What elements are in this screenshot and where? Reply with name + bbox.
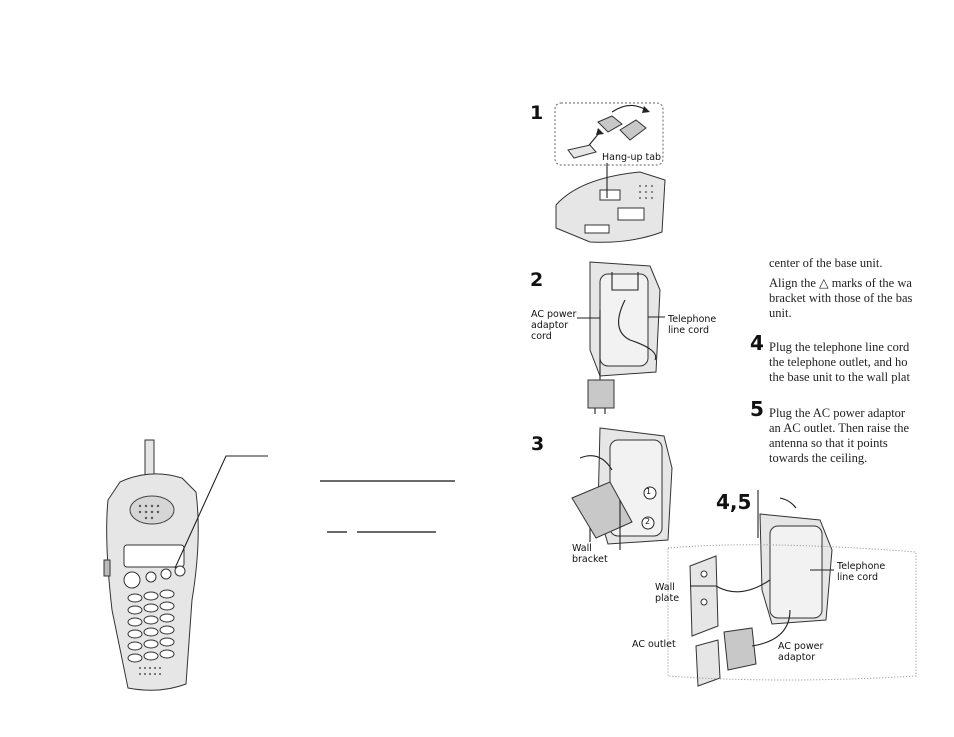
- step-4-line-3: the base unit to the wall plat: [769, 370, 910, 384]
- step-4-line-1: Plug the telephone line cord: [769, 340, 910, 354]
- step-3-tail-text: center of the base unit.: [769, 256, 883, 270]
- telephone-line-cord-label-step45: Telephone line cord: [837, 561, 886, 583]
- wall-plate-label: Wall plate: [655, 582, 680, 604]
- ac-power-adaptor-label: AC power adaptor: [778, 641, 824, 663]
- wall-bracket-label: Wall bracket: [572, 543, 608, 565]
- step-5-line-3: antenna so that it points: [769, 436, 888, 450]
- circled-2-marker: 2: [645, 517, 651, 526]
- ac-power-adaptor-cord-label: AC power adaptor cord: [531, 309, 577, 342]
- step-4-line-2: the telephone outlet, and ho: [769, 355, 908, 369]
- ac-outlet-label: AC outlet: [632, 639, 676, 650]
- step-1-number: 1: [530, 102, 544, 124]
- telephone-line-cord-label-step2: Telephone line cord: [668, 314, 717, 336]
- step-3-number: 3: [531, 433, 545, 455]
- circled-1-marker: 1: [646, 487, 652, 496]
- step-4-number: 4: [750, 331, 764, 355]
- align-text-line-1: Align the △ marks of the wa: [769, 276, 912, 290]
- step-5-number: 5: [750, 397, 764, 421]
- align-text-line-2: bracket with those of the bas: [769, 291, 913, 305]
- align-text-line-3: unit.: [769, 306, 792, 320]
- hang-up-tab-label: Hang-up tab: [601, 152, 663, 163]
- step-45-number: 4,5: [716, 490, 752, 514]
- step-5-line-2: an AC outlet. Then raise the: [769, 421, 910, 435]
- step-2-number: 2: [530, 269, 544, 291]
- step-5-line-4: towards the ceiling.: [769, 451, 868, 465]
- step-5-line-1: Plug the AC power adaptor: [769, 406, 906, 420]
